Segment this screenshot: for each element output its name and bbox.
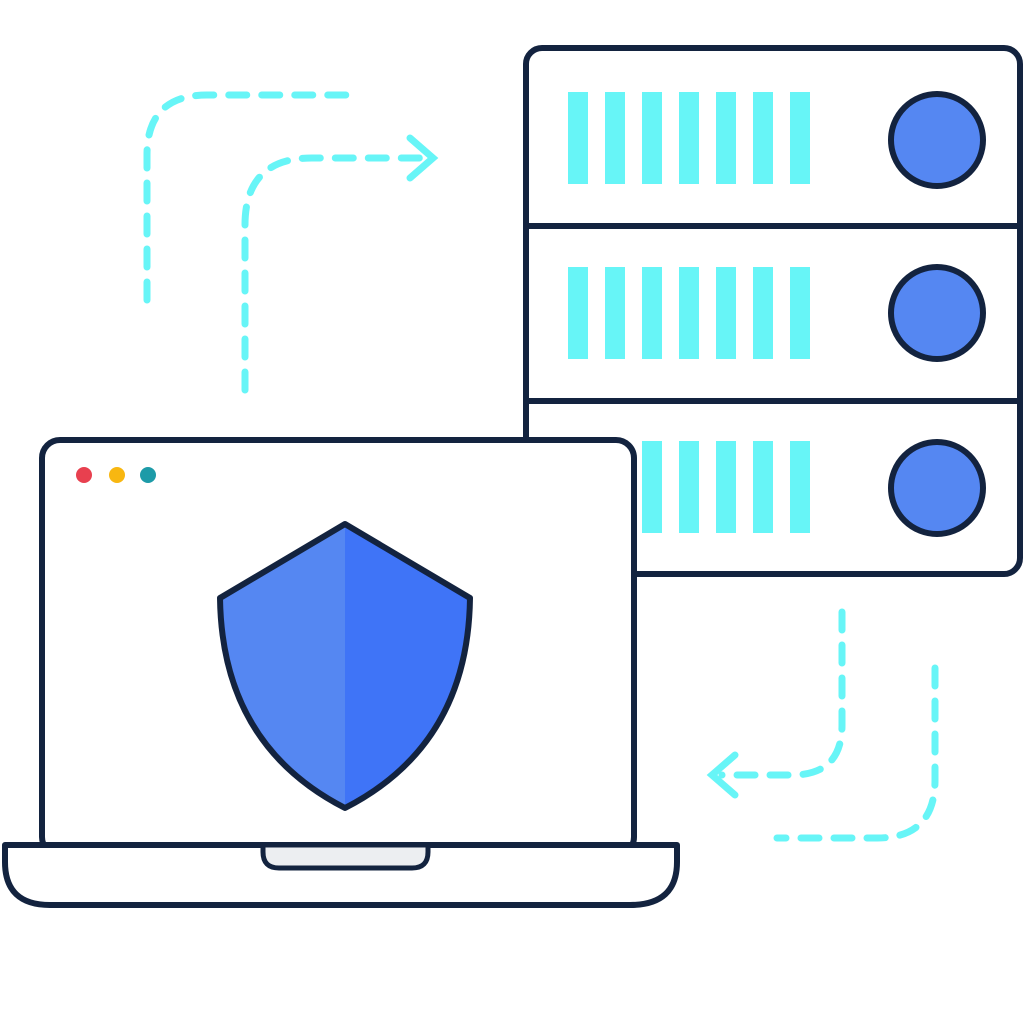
window-control-yellow [109, 467, 125, 483]
server-vent-bar [642, 441, 662, 533]
laptop-base [2, 842, 680, 908]
arrow-left-icon [706, 751, 739, 799]
download-flow-arrows [706, 608, 939, 842]
server-vent-bar [790, 441, 810, 533]
server-vent-bar [679, 267, 699, 359]
server-vent-bar [790, 267, 810, 359]
upload-flow-arrows [143, 91, 439, 394]
server-vent-bar [605, 267, 625, 359]
server-vent-bar [716, 267, 736, 359]
server-vent-bar [716, 441, 736, 533]
server-rack [523, 45, 1023, 577]
server-vent-bar [790, 92, 810, 184]
server-vent-bar [642, 92, 662, 184]
window-control-teal [140, 467, 156, 483]
shield-icon [217, 521, 473, 811]
flow-line-inner-top [241, 154, 429, 394]
server-vents [568, 92, 810, 533]
server-vent-bar [605, 92, 625, 184]
shield-outline [217, 521, 473, 811]
laptop-trackpad-notch [260, 842, 431, 871]
server-status-light [888, 439, 986, 537]
server-vent-bar [679, 441, 699, 533]
flow-line-outer-bottom [773, 664, 939, 842]
server-vent-bar [716, 92, 736, 184]
server-status-light [888, 264, 986, 362]
shield-right-half [345, 524, 470, 808]
server-vent-bar [568, 267, 588, 359]
server-vent-bar [753, 92, 773, 184]
window-control-red [76, 467, 92, 483]
arrow-right-icon [406, 134, 439, 182]
server-status-light [888, 91, 986, 189]
server-vent-bar [642, 267, 662, 359]
server-vent-bar [753, 267, 773, 359]
laptop [2, 437, 680, 908]
server-vent-bar [679, 92, 699, 184]
flow-line-outer-top [143, 91, 361, 304]
server-vent-bar [753, 441, 773, 533]
server-vent-bar [568, 92, 588, 184]
flow-line-inner-bottom [718, 608, 846, 779]
shield-left-half [220, 524, 345, 808]
